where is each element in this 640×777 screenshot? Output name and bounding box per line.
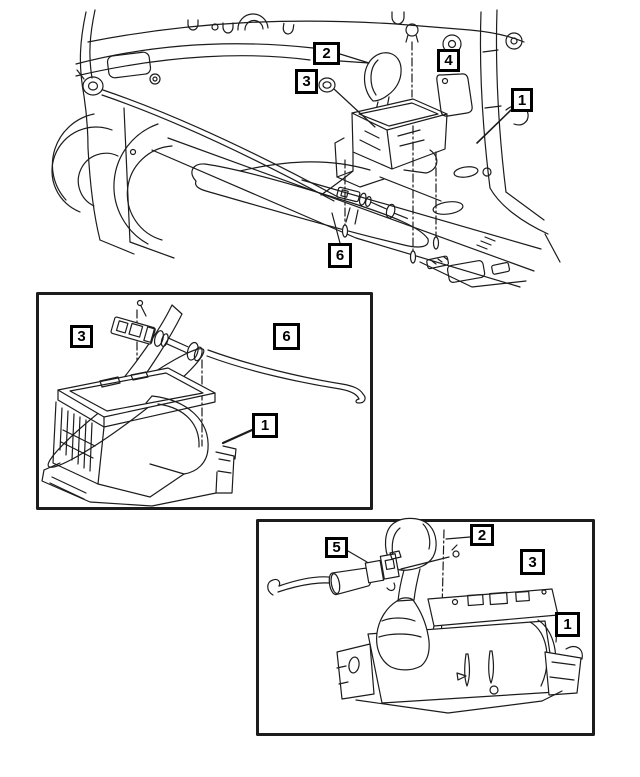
callout-top-4: 4 bbox=[437, 49, 460, 72]
top-view-leader-lines bbox=[331, 53, 512, 244]
callout-top-3: 3 bbox=[295, 69, 318, 94]
stud-nut bbox=[405, 23, 419, 98]
bottom-view-drawing bbox=[256, 517, 595, 736]
wheel-housing-lines bbox=[51, 9, 175, 259]
callout-top-2: 2 bbox=[313, 42, 340, 65]
callout-middle-1: 1 bbox=[252, 413, 278, 438]
console-floorpan-lines bbox=[151, 125, 561, 288]
shift-knob-top-view bbox=[363, 52, 402, 115]
shifter-assembly-middle-view bbox=[41, 367, 237, 507]
cowl-panel-lines bbox=[75, 11, 525, 77]
callout-middle-6: 6 bbox=[273, 323, 300, 350]
pad-part-4 bbox=[436, 73, 473, 117]
callout-bottom-2: 2 bbox=[470, 524, 494, 546]
top-view-drawing bbox=[51, 9, 561, 288]
bottom-view-frame bbox=[256, 519, 595, 736]
grommet-nut-part-3 bbox=[318, 77, 336, 93]
middle-view-frame bbox=[36, 292, 373, 510]
cable-cluster-top-view bbox=[336, 186, 408, 225]
callout-bottom-5: 5 bbox=[325, 537, 348, 558]
callout-bottom-1: 1 bbox=[555, 612, 580, 637]
shifter-assembly-top-view bbox=[320, 98, 448, 196]
cable-end-bottom-view bbox=[267, 544, 460, 596]
middle-view-drawing bbox=[36, 292, 373, 510]
lever-boot-bottom-view bbox=[376, 597, 430, 671]
callout-middle-3: 3 bbox=[70, 325, 93, 348]
callout-top-6: 6 bbox=[328, 243, 352, 268]
middle-leader-1 bbox=[221, 428, 254, 445]
bottom-view-leader-lines bbox=[347, 536, 471, 563]
shift-cable-middle-view bbox=[110, 299, 366, 404]
shifter-assembly-bottom-view bbox=[336, 588, 583, 714]
shift-cable-run bbox=[101, 89, 339, 202]
callout-bottom-3: 3 bbox=[520, 549, 545, 575]
callout-top-1: 1 bbox=[511, 88, 533, 112]
